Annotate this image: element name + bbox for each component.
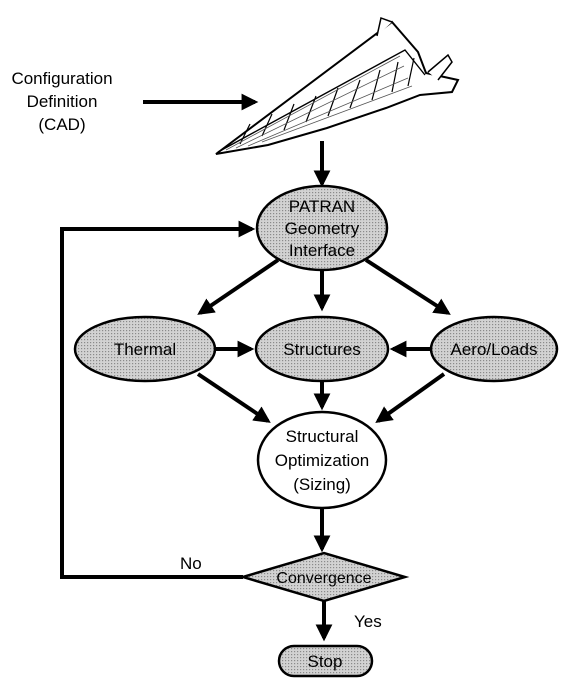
patran-node: PATRAN Geometry Interface — [255, 184, 389, 272]
optimization-label-line2: Optimization — [275, 451, 369, 470]
no-label: No — [180, 554, 202, 573]
no-feedback-loop — [60, 220, 256, 579]
stop-node: Stop — [277, 644, 374, 678]
aero-loads-node: Aero/Loads — [429, 315, 559, 383]
stop-label: Stop — [308, 652, 343, 671]
thermal-node: Thermal — [73, 315, 217, 383]
aircraft-illustration — [215, 17, 460, 155]
aero-loads-label: Aero/Loads — [451, 340, 538, 359]
structures-node: Structures — [254, 315, 390, 383]
arrow-aero-to-optimization — [375, 372, 446, 423]
structures-label: Structures — [283, 340, 360, 359]
yes-label: Yes — [354, 612, 382, 631]
thermal-label: Thermal — [114, 340, 176, 359]
optimization-label-line3: (Sizing) — [293, 475, 351, 494]
stop-box — [277, 644, 374, 678]
arrow-thermal-to-optimization — [196, 372, 271, 423]
patran-label-line2: Geometry — [285, 219, 360, 238]
convergence-diamond — [238, 551, 410, 603]
config-label-line2: Definition — [27, 92, 98, 111]
convergence-label: Convergence — [276, 570, 371, 587]
patran-label-line3: Interface — [289, 241, 355, 260]
optimization-node: Structural Optimization (Sizing) — [256, 410, 388, 510]
optimization-label-line1: Structural — [286, 427, 359, 446]
convergence-decision: Convergence — [238, 551, 410, 603]
config-label-line3: (CAD) — [38, 115, 85, 134]
patran-label-line1: PATRAN — [289, 197, 355, 216]
arrow-patran-to-aero — [364, 258, 451, 315]
arrow-patran-to-thermal — [197, 258, 280, 315]
config-label-line1: Configuration — [11, 69, 112, 88]
